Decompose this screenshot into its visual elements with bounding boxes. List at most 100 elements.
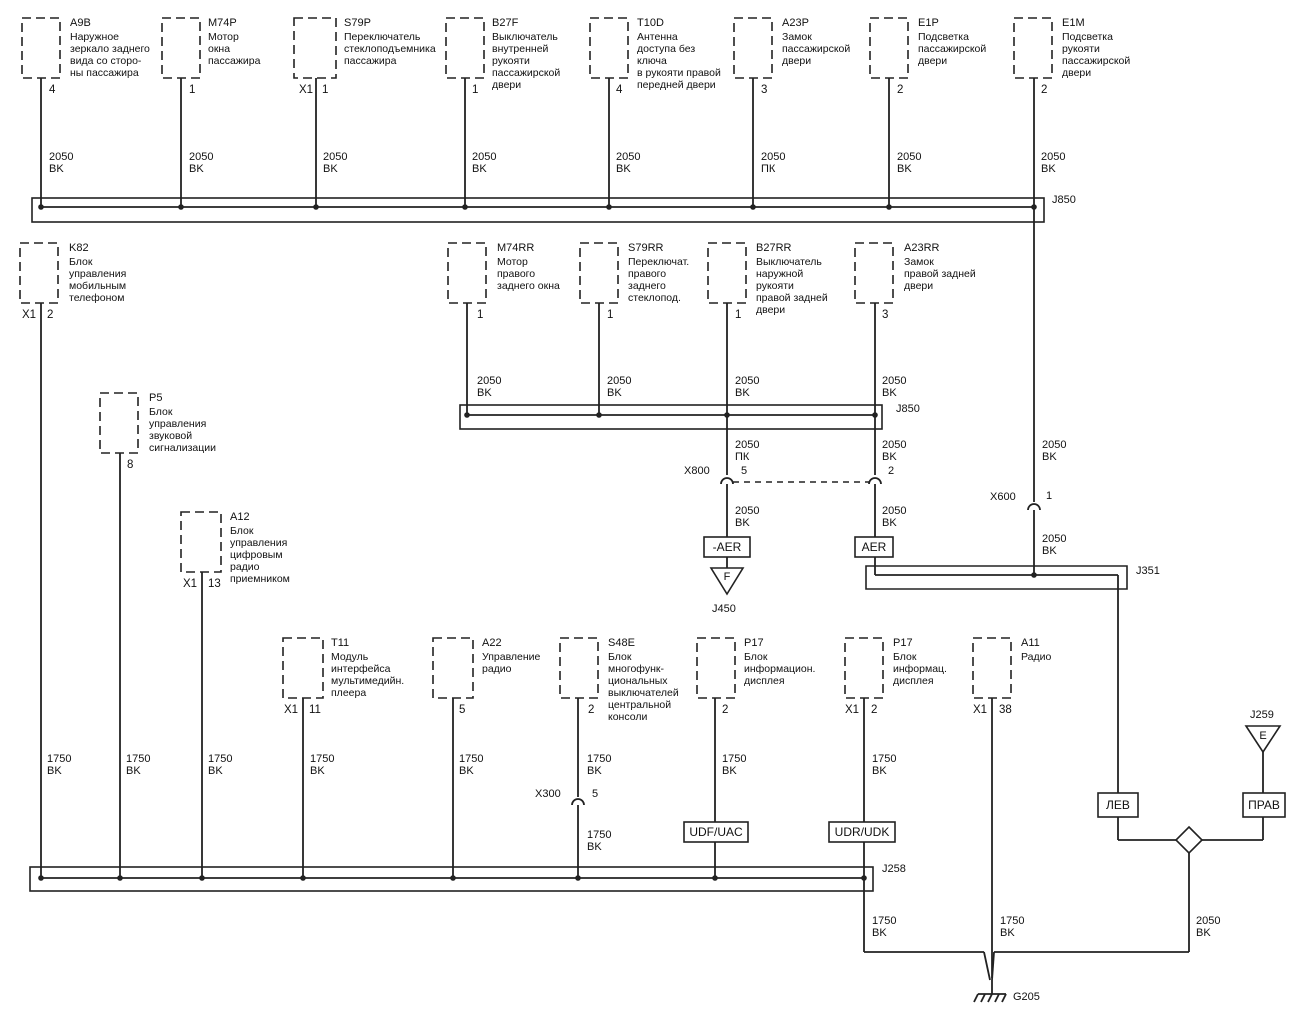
svg-text:1750: 1750 <box>1000 915 1024 927</box>
svg-text:X1: X1 <box>22 309 36 321</box>
svg-text:1750: 1750 <box>126 753 150 765</box>
splice-j258: J258 <box>29 863 906 892</box>
svg-text:1750: 1750 <box>587 829 611 841</box>
svg-text:S79P: S79P <box>344 17 371 29</box>
connector-x600: X600 <box>990 491 1016 503</box>
svg-text:2050: 2050 <box>1042 439 1066 451</box>
offpage-j450: F J450 <box>709 567 745 615</box>
svg-text:1750: 1750 <box>310 753 334 765</box>
svg-text:2: 2 <box>1041 84 1047 96</box>
svg-text:1: 1 <box>322 84 328 96</box>
wire-j850-to-j351: 2050 BK X600 1 2050 BK <box>990 207 1066 575</box>
svg-text:2050: 2050 <box>1196 915 1220 927</box>
svg-text:BK: BK <box>735 517 750 529</box>
svg-text:BK: BK <box>872 765 887 777</box>
option-box-no-aer: -AER <box>703 536 751 568</box>
svg-text:BK: BK <box>882 517 897 529</box>
svg-text:1750: 1750 <box>208 753 232 765</box>
svg-text:P17: P17 <box>893 637 913 649</box>
connector-x800: 2050 ПК 2050 BK X800 5 2 2050 BK 2050 BK <box>684 439 906 537</box>
svg-text:1750: 1750 <box>722 753 746 765</box>
svg-text:BK: BK <box>1000 927 1015 939</box>
svg-text:BK: BK <box>189 163 204 175</box>
svg-text:2050: 2050 <box>607 375 631 387</box>
svg-text:1: 1 <box>472 84 478 96</box>
svg-text:J259: J259 <box>1250 709 1274 721</box>
svg-text:J258: J258 <box>882 863 906 875</box>
svg-text:A23RR: A23RR <box>904 242 940 254</box>
svg-text:M74RR: M74RR <box>497 242 534 254</box>
svg-text:2: 2 <box>897 84 903 96</box>
svg-text:38: 38 <box>999 704 1012 716</box>
svg-text:UDF/UAC: UDF/UAC <box>689 825 743 839</box>
svg-text:BK: BK <box>897 163 912 175</box>
svg-text:X1: X1 <box>183 578 197 590</box>
svg-text:G205: G205 <box>1013 991 1040 1003</box>
svg-text:BK: BK <box>872 927 887 939</box>
splice-j850-mid: J850 <box>459 403 920 430</box>
svg-text:1750: 1750 <box>872 915 896 927</box>
option-box-udf-uac: UDF/UAC <box>683 821 749 843</box>
svg-text:J850: J850 <box>1052 194 1076 206</box>
pin-number: 4 <box>49 84 56 96</box>
svg-text:ПК: ПК <box>761 163 776 175</box>
svg-text:2050: 2050 <box>882 439 906 451</box>
connector-x300: X300 <box>535 788 561 800</box>
svg-text:2050: 2050 <box>1041 151 1065 163</box>
svg-text:E1M: E1M <box>1062 17 1085 29</box>
svg-text:8: 8 <box>127 459 133 471</box>
option-box-udr-udk: UDR/UDK <box>828 821 896 843</box>
svg-text:1: 1 <box>735 309 741 321</box>
bottom-wire-labels: 1750 BK 1750 BK 1750 BK 1750 BK 1750 BK <box>47 753 483 777</box>
svg-text:X800: X800 <box>684 465 710 477</box>
svg-text:2050: 2050 <box>616 151 640 163</box>
component-a11-radio: A11 Радио X1 38 1750 BK <box>972 637 1051 978</box>
svg-text:BK: BK <box>477 387 492 399</box>
svg-text:T10D: T10D <box>637 17 664 29</box>
svg-text:S48E: S48E <box>608 637 635 649</box>
svg-text:2050: 2050 <box>882 505 906 517</box>
svg-text:2050: 2050 <box>735 505 759 517</box>
svg-text:2050: 2050 <box>761 151 785 163</box>
svg-text:1750: 1750 <box>587 753 611 765</box>
svg-text:BK: BK <box>587 841 602 853</box>
svg-text:BK: BK <box>722 765 737 777</box>
svg-text:2050: 2050 <box>323 151 347 163</box>
svg-text:J850: J850 <box>896 403 920 415</box>
svg-text:BK: BK <box>310 765 325 777</box>
svg-text:UDR/UDK: UDR/UDK <box>835 825 890 839</box>
svg-text:1: 1 <box>189 84 195 96</box>
svg-text:1: 1 <box>607 309 613 321</box>
svg-text:1750: 1750 <box>872 753 896 765</box>
svg-text:K82: K82 <box>69 242 89 254</box>
svg-text:13: 13 <box>208 578 221 590</box>
svg-text:X1: X1 <box>845 704 859 716</box>
svg-text:P5: P5 <box>149 392 162 404</box>
svg-text:ПРАВ: ПРАВ <box>1248 798 1280 812</box>
svg-text:BK: BK <box>323 163 338 175</box>
svg-text:A11: A11 <box>1021 637 1040 649</box>
svg-text:2050: 2050 <box>477 375 501 387</box>
svg-text:1750: 1750 <box>47 753 71 765</box>
svg-text:2050: 2050 <box>735 375 759 387</box>
